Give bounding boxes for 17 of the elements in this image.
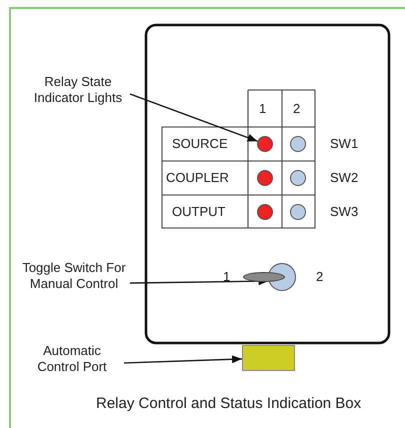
- callout-text: Toggle Switch For Manual Control: [20, 260, 128, 292]
- control-port: [242, 345, 295, 371]
- caption: Relay Control and Status Indication Box: [96, 395, 362, 412]
- column-header: 2: [293, 101, 300, 117]
- switch-label: SW2: [330, 170, 358, 186]
- row-label: SOURCE: [172, 136, 228, 152]
- leader-line: [124, 355, 242, 364]
- switch-label: SW1: [330, 136, 358, 152]
- position-label: 1: [223, 269, 230, 285]
- column-header: 1: [259, 101, 266, 117]
- leader-line: [130, 93, 258, 142]
- row-label: COUPLER: [166, 170, 229, 186]
- callout-text: Relay State Indicator Lights: [28, 74, 128, 106]
- callout-text: Automatic Control Port: [22, 343, 122, 375]
- position-label: 2: [316, 269, 324, 285]
- switch-label: SW3: [330, 204, 358, 220]
- row-label: OUTPUT: [172, 204, 226, 220]
